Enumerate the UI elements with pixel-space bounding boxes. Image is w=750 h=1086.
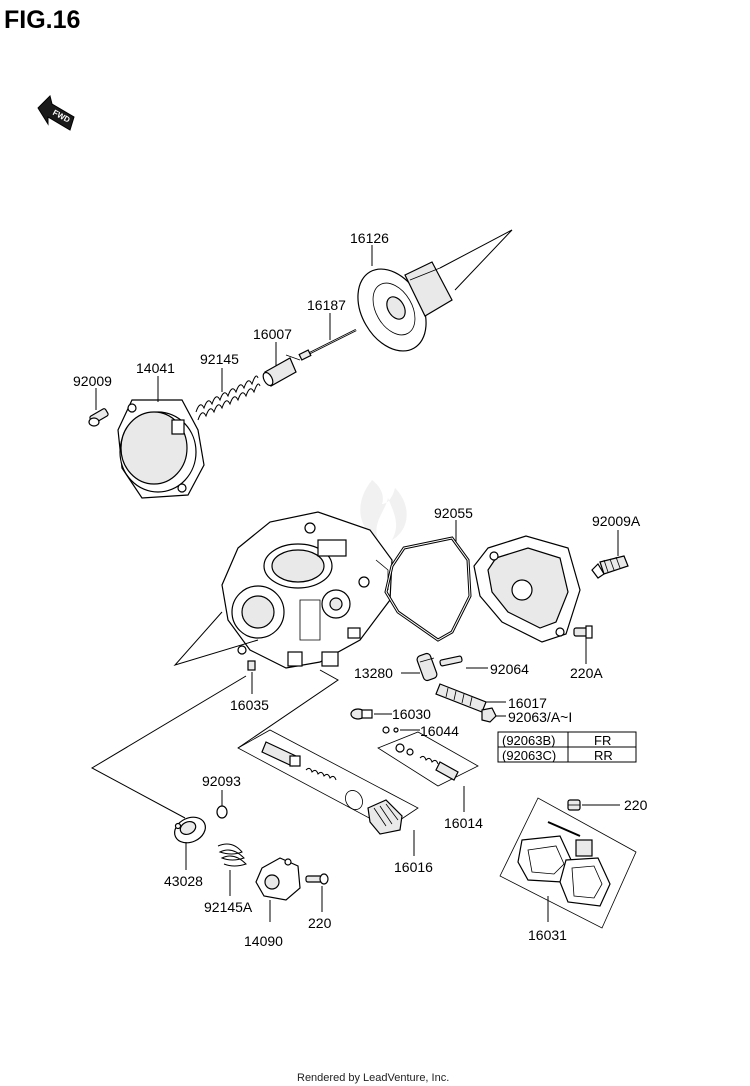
float-bowl[interactable] [473,535,581,643]
callout-16030: 16030 [392,706,431,722]
callout-13280: 13280 [354,665,393,681]
callout-220-right: 220 [624,797,648,813]
part-92145-spring[interactable] [195,375,261,421]
leader-16126-arrow [439,229,513,291]
frame-16014 [377,731,479,787]
part-14041-top-cover[interactable] [117,399,205,499]
frame-16031 [499,797,637,929]
variant-row-1-code: (92063B) [502,733,555,748]
callout-16017: 16017 [508,695,547,711]
callout-16126: 16126 [350,230,389,246]
callout-16014: 16014 [444,815,483,831]
callout-16187: 16187 [307,297,346,313]
watermark-flame-logo [360,480,407,540]
frame-16016 [237,729,419,829]
part-16031-float-set[interactable] [517,821,611,907]
callout-92064: 92064 [490,661,529,677]
callout-92093: 92093 [202,773,241,789]
part-92093-o-ring[interactable] [216,805,228,819]
callout-16044: 16044 [420,723,459,739]
callout-92145A: 92145A [204,899,253,915]
variant-row-2-code: (92063C) [502,748,556,763]
part-16014-pilot-screw-set[interactable] [395,743,459,781]
callout-220A: 220A [570,665,603,681]
part-14090-accelerator-pump-cover[interactable] [255,857,301,901]
part-16017-needle-jet[interactable] [435,683,487,713]
fwd-arrow-icon: FWD [37,95,75,131]
part-92145A-spring[interactable] [217,843,247,867]
variant-row-2-position: RR [594,748,613,763]
footer-credit: Rendered by LeadVenture, Inc. [297,1072,449,1084]
callout-92055: 92055 [434,505,473,521]
part-16126-diaphragm-slide[interactable] [344,257,453,363]
callout-92009: 92009 [73,373,112,389]
callout-43028: 43028 [164,873,203,889]
part-16030-plug[interactable] [350,708,373,720]
carburetor-body[interactable] [221,511,393,669]
main-jet-variant-table: (92063B) FR (92063C) RR [497,731,637,763]
leader-body-arrow [173,611,259,666]
part-220A-screw[interactable] [573,625,593,639]
part-43028-diaphragm[interactable] [170,812,209,847]
callout-92009A: 92009A [592,513,641,529]
callout-14090: 14090 [244,933,283,949]
callout-16007: 16007 [253,326,292,342]
callout-92145: 92145 [200,351,239,367]
part-16035-pilot-jet[interactable] [247,660,256,671]
variant-row-1-position: FR [594,733,611,748]
callout-16016: 16016 [394,859,433,875]
part-16187-jet-needle[interactable] [298,329,357,361]
leader-lower-mid [237,669,339,749]
part-220-screw-right[interactable] [567,799,581,811]
callout-92063: 92063/A~I [508,709,572,725]
part-92055-float-gasket[interactable] [384,536,472,642]
part-16044-o-ring[interactable] [382,726,399,734]
callout-220-bottom: 220 [308,915,332,931]
part-16007-needle-holder[interactable] [261,354,301,387]
part-92063-main-jet[interactable] [481,707,497,723]
part-220-screw-bottom[interactable] [305,873,329,885]
part-92009-screw[interactable] [88,408,109,427]
callout-14041: 14041 [136,360,175,376]
leader-lower-left [90,675,247,819]
part-16016-starter-plunger-set[interactable] [261,741,403,835]
part-92009A-drain-screw[interactable] [591,555,629,579]
part-13280-jet-holder[interactable] [416,652,438,682]
callout-16035: 16035 [230,697,269,713]
figure-title: FIG.16 [4,6,80,34]
callout-16031: 16031 [528,927,567,943]
part-92064-washer[interactable] [439,655,463,667]
